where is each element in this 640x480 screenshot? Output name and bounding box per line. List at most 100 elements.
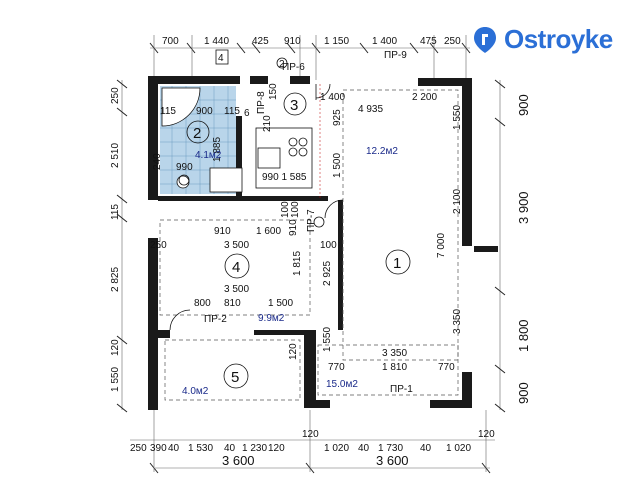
svg-text:2 100: 2 100 xyxy=(452,189,463,214)
room-number: 3 xyxy=(290,97,298,114)
bathroom-tiles xyxy=(160,86,243,194)
svg-text:100: 100 xyxy=(280,201,291,218)
svg-text:990 1 585: 990 1 585 xyxy=(262,172,307,183)
total-dim: 3 600 xyxy=(222,453,255,468)
room-marker-4 xyxy=(224,253,250,279)
door-arcs xyxy=(169,83,344,331)
svg-text:240: 240 xyxy=(152,153,163,170)
svg-text:1 815: 1 815 xyxy=(292,251,303,276)
room-markers xyxy=(178,49,411,389)
top-dim: 475 xyxy=(420,36,437,47)
room-number: 5 xyxy=(231,369,239,386)
top-extra: 4 xyxy=(218,53,224,64)
svg-text:2 510: 2 510 xyxy=(110,143,121,168)
svg-text:1 550: 1 550 xyxy=(452,105,463,130)
svg-text:250: 250 xyxy=(110,87,121,104)
svg-text:925: 925 xyxy=(332,109,343,126)
svg-text:900: 900 xyxy=(516,94,531,116)
top-dim: 425 xyxy=(252,36,269,47)
svg-text:1 885: 1 885 xyxy=(212,137,223,162)
svg-text:120: 120 xyxy=(268,443,285,454)
svg-text:7 000: 7 000 xyxy=(436,233,447,258)
svg-text:1 530: 1 530 xyxy=(188,443,213,454)
svg-text:3 350: 3 350 xyxy=(382,348,407,359)
svg-text:6: 6 xyxy=(244,108,250,119)
svg-text:4 935: 4 935 xyxy=(358,104,383,115)
svg-text:ПР-1: ПР-1 xyxy=(390,384,413,395)
svg-text:120: 120 xyxy=(302,429,319,440)
opening-labels: ПР-8 ПР-7 ПР-2 ПР-1 xyxy=(204,91,413,395)
svg-text:1 020: 1 020 xyxy=(446,443,471,454)
svg-text:40: 40 xyxy=(420,443,432,454)
svg-text:1 730: 1 730 xyxy=(378,443,403,454)
room-area: 9.9м2 xyxy=(258,313,285,324)
svg-text:3 500: 3 500 xyxy=(224,284,249,295)
inner-dimensions: 115 900 115 1 885 990 1 400 2 200 4 935 … xyxy=(150,83,463,373)
svg-text:1 020: 1 020 xyxy=(324,443,349,454)
svg-text:800: 800 xyxy=(194,298,211,309)
opening-label: ПР-6 xyxy=(282,62,305,73)
room-number: 1 xyxy=(393,255,401,272)
top-dimensions: 700 1 440 425 910 1 150 1 400 475 250 4 … xyxy=(162,36,461,73)
washer xyxy=(209,167,243,193)
svg-text:ПР-8: ПР-8 xyxy=(256,91,267,114)
svg-text:910: 910 xyxy=(214,226,231,237)
top-dim: 700 xyxy=(162,36,179,47)
total-dim: 3 600 xyxy=(376,453,409,468)
svg-text:1 600: 1 600 xyxy=(256,226,281,237)
top-dim: 1 440 xyxy=(204,36,229,47)
svg-text:2 825: 2 825 xyxy=(110,267,121,292)
svg-text:770: 770 xyxy=(328,362,345,373)
shower-tray xyxy=(161,87,201,127)
svg-text:1 810: 1 810 xyxy=(382,362,407,373)
brand-logo: Ostroyke xyxy=(470,24,613,55)
svg-text:ПР-2: ПР-2 xyxy=(204,314,227,325)
svg-text:1 500: 1 500 xyxy=(332,153,343,178)
svg-text:115: 115 xyxy=(224,106,240,117)
svg-text:910: 910 xyxy=(288,219,299,236)
svg-text:40: 40 xyxy=(358,443,370,454)
svg-text:3 500: 3 500 xyxy=(224,240,249,251)
brand-name: Ostroyke xyxy=(504,24,613,54)
svg-text:250: 250 xyxy=(150,240,167,251)
svg-text:810: 810 xyxy=(224,298,241,309)
svg-text:120: 120 xyxy=(478,429,495,440)
room-marker-3 xyxy=(283,92,307,116)
room-marker-5 xyxy=(223,363,249,389)
walls xyxy=(148,76,498,410)
top-extra: 2 xyxy=(279,59,285,70)
svg-text:40: 40 xyxy=(224,443,236,454)
svg-text:900: 900 xyxy=(196,106,213,117)
svg-text:3 350: 3 350 xyxy=(452,309,463,334)
room-area: 4.1м2 xyxy=(195,150,222,161)
toilet xyxy=(176,175,190,189)
svg-text:1 550: 1 550 xyxy=(110,367,121,392)
room-number: 4 xyxy=(232,259,240,276)
svg-text:115: 115 xyxy=(160,106,176,117)
svg-text:ПР-7: ПР-7 xyxy=(306,209,317,232)
svg-text:100: 100 xyxy=(320,240,337,251)
svg-text:770: 770 xyxy=(438,362,455,373)
top-dim: 1 150 xyxy=(324,36,349,47)
room-marker-2 xyxy=(186,120,210,144)
room-outlines xyxy=(159,89,459,401)
bottom-dimensions: 250 390 40 1 530 40 1 230 120 120 1 020 … xyxy=(130,429,495,468)
svg-text:1 550: 1 550 xyxy=(322,327,333,352)
room-number: 2 xyxy=(193,125,201,142)
svg-text:900: 900 xyxy=(516,382,531,404)
top-dim: 1 400 xyxy=(372,36,397,47)
svg-text:990: 990 xyxy=(176,162,193,173)
svg-text:1 400: 1 400 xyxy=(320,92,345,103)
room-marker-1 xyxy=(385,249,411,275)
svg-text:210: 210 xyxy=(262,115,273,132)
svg-text:120: 120 xyxy=(288,343,299,360)
room-labels: 1 12.2м2 2 4.1м2 3 4 9.9м2 5 4.0м2 15.0м… xyxy=(182,97,401,397)
pin-icon xyxy=(474,26,496,53)
top-dim: 910 xyxy=(284,36,301,47)
right-dimensions: 900 3 900 1 800 900 xyxy=(516,94,531,404)
room-area: 15.0м2 xyxy=(326,379,358,390)
svg-text:390: 390 xyxy=(150,443,167,454)
svg-text:115: 115 xyxy=(110,204,121,220)
svg-text:3 900: 3 900 xyxy=(516,191,531,224)
